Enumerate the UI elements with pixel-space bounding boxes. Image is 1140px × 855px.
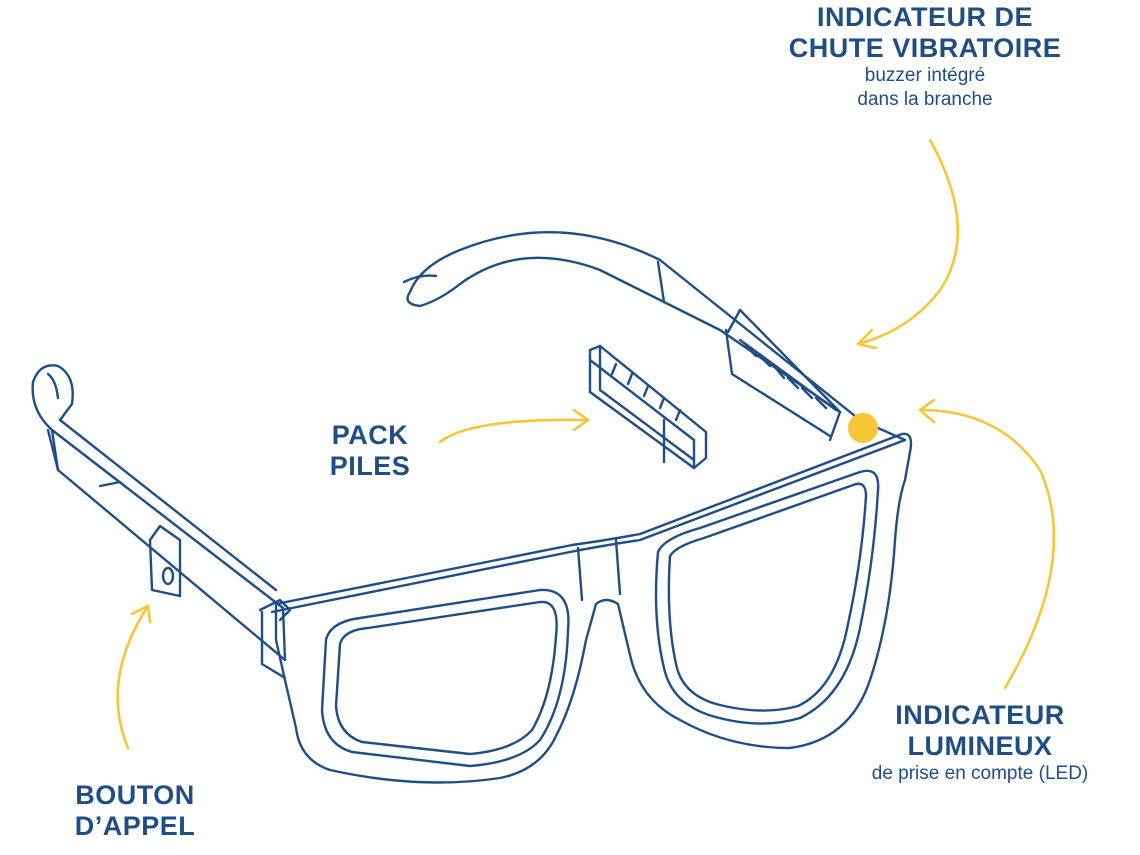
right-temple (406, 231, 907, 442)
right-lens (654, 469, 880, 725)
left-temple (31, 364, 285, 610)
label-led: INDICATEUR LUMINEUX de prise en compte (… (820, 700, 1140, 786)
led-dot (848, 413, 878, 443)
call-button-outline (161, 566, 175, 586)
label-led-title-2: LUMINEUX (907, 731, 1053, 761)
arrows (116, 138, 1056, 750)
label-vibration: INDICATEUR DE CHUTE VIBRATOIRE buzzer in… (760, 2, 1090, 112)
label-button: BOUTON D’APPEL (40, 780, 230, 842)
glasses-outline (31, 231, 913, 784)
arrow-vibration (856, 138, 960, 346)
label-led-title-1: INDICATEUR (895, 700, 1065, 730)
arrow-button (116, 604, 150, 750)
battery-pack (588, 344, 708, 470)
label-led-sub-1: de prise en compte (LED) (871, 763, 1089, 784)
label-button-title-2: D’APPEL (74, 811, 196, 841)
label-vibration-sub-2: dans la branche (857, 89, 993, 110)
arrow-led (918, 408, 1056, 690)
front-frame (274, 432, 913, 784)
label-battery: PACK PILES (300, 420, 440, 482)
label-battery-title-2: PILES (329, 451, 411, 481)
arrow-battery (438, 418, 590, 444)
label-battery-title-1: PACK (331, 420, 409, 450)
label-button-title-1: BOUTON (75, 780, 195, 810)
label-vibration-title-2: CHUTE VIBRATOIRE (788, 33, 1062, 63)
left-lens (320, 588, 570, 768)
label-vibration-sub-1: buzzer intégré (864, 65, 986, 86)
label-vibration-title-1: INDICATEUR DE (816, 2, 1033, 32)
